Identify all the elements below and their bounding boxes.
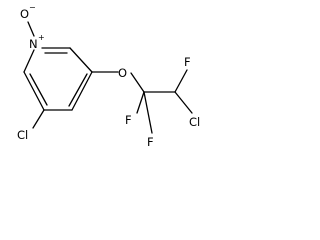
atom-labels: N + O − Cl O F Cl F F	[17, 3, 200, 149]
chemical-structure-diagram: N + O − Cl O F Cl F F	[17, 3, 200, 149]
bond-c3-c4-double	[68, 73, 88, 107]
bond-chfcl-f	[174, 69, 188, 93]
bond-cf2-f-bottom	[143, 91, 153, 134]
charge-o-minus: −	[29, 3, 36, 12]
charge-n-plus: +	[38, 33, 45, 42]
atom-o-oxide: O	[20, 7, 29, 21]
atom-n: N	[29, 37, 38, 51]
bond-n-oxide	[27, 21, 35, 37]
bond-cf2-f-left	[136, 91, 145, 114]
atom-f-left: F	[125, 113, 132, 127]
bond-c5-c6	[23, 71, 45, 111]
atom-cl-ring: Cl	[17, 128, 28, 142]
bond-c2-c3	[69, 47, 93, 73]
atom-o-ether: O	[118, 66, 127, 80]
bond-c6-n1	[23, 49, 35, 73]
substituents	[27, 21, 193, 134]
atom-cl-chain: Cl	[189, 115, 200, 129]
pyridine-ring	[23, 47, 93, 111]
atom-f-top: F	[184, 55, 191, 69]
atom-f-bottom: F	[147, 135, 154, 149]
bond-chfcl-cl	[174, 91, 193, 114]
bond-c5-cl	[32, 109, 45, 129]
bond-o-cf2	[130, 72, 145, 93]
bond-c3-c4	[71, 71, 93, 111]
bond-c5-c6-double	[29, 73, 48, 106]
